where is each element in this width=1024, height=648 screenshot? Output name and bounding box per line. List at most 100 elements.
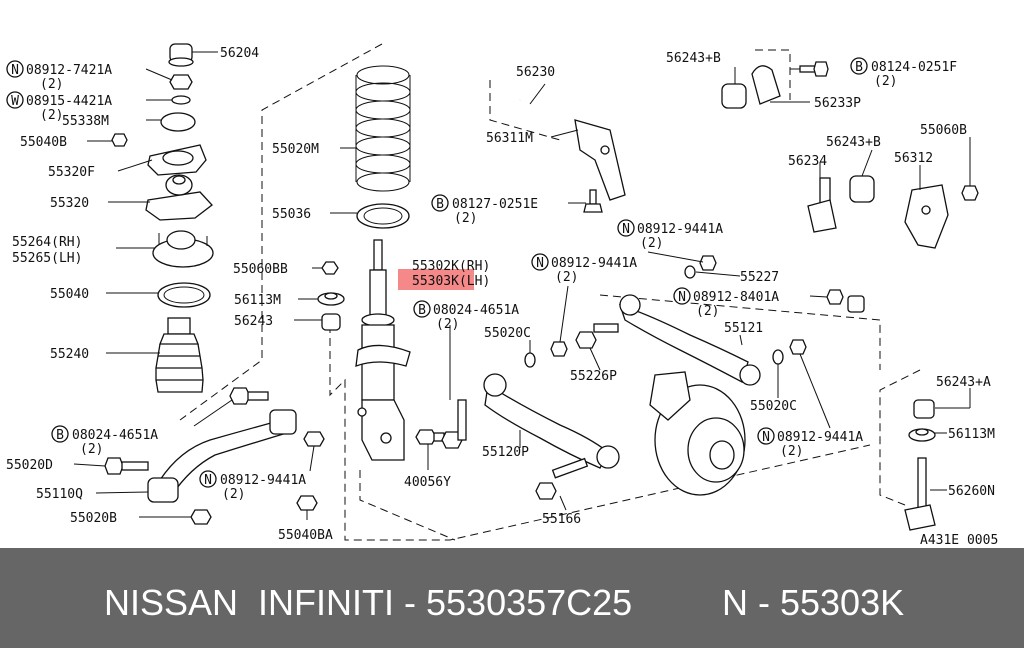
nut-55020B [190,509,212,525]
badge-n-3: N [617,219,635,237]
label-55264: 55264(RH) [12,235,82,250]
label-40056Y: 40056Y [404,475,451,490]
label-56311M: 56311M [486,131,533,146]
banner-brand-part-number: NISSAN INFINITI - 5530357C25 [104,582,633,623]
label-08912-8401A: 08912-8401A [693,290,779,305]
label-55020D: 55020D [6,458,53,473]
washer-55020C-a [524,352,536,368]
nut-08912-left [303,431,325,447]
label-56312: 56312 [894,151,933,166]
label-55227: 55227 [740,270,779,285]
label-55302K: 55302K(RH) [412,259,490,274]
label-08127-0251E: 08127-0251E [452,197,538,212]
label-55303K: 55303K(LH) [412,274,490,289]
label-56233P: 56233P [814,96,861,111]
label-08912-7421A-qty: (2) [40,77,63,92]
part-number-highlight [398,269,474,290]
bushing-56243B-top [721,83,747,109]
spring-insulator-inner [363,207,403,225]
label-55060BB: 55060BB [233,262,288,277]
label-08912-8401A-qty: (2) [696,304,719,319]
shock-absorber [355,239,411,461]
label-diagram-code: A431E 0005 [920,533,998,548]
bracket-56311M [574,119,626,201]
label-56204: 56204 [220,46,259,61]
bushing-56243-left [321,313,341,331]
washer-small [171,95,191,105]
label-56243B-top: 56243+B [666,51,721,66]
svg-text:N: N [678,290,686,305]
bracket-56312 [904,184,949,249]
bushing-56243A [913,399,935,419]
label-55166: 55166 [542,512,581,527]
banner-oem-number: N - 55303K [722,582,905,623]
label-55040B: 55040B [20,135,67,150]
badge-b-3: B [431,194,449,212]
stabilizer-bar [518,81,927,313]
label-08912-9441A-left-qty: (2) [222,487,245,502]
part-labels: 56204 08912-7421A (2) 08915-4421A (2) 55… [6,46,998,548]
dust-boot [155,317,204,393]
dashed-outline-right-link [879,369,921,506]
label-55120P: 55120P [482,445,529,460]
clamp-56233P [751,65,781,105]
badge-n-5: N [673,287,691,305]
dashed-outline-left [179,43,383,421]
bolt-55166 [535,457,589,500]
seal-disc [160,112,196,132]
label-55036: 55036 [272,207,311,222]
label-56234: 56234 [788,154,827,169]
label-08912-9441A-right-qty: (2) [780,444,803,459]
label-55320F: 55320F [48,165,95,180]
badge-b-2: B [413,300,431,318]
nut-08912-8401A [826,289,844,305]
svg-text:B: B [855,60,863,75]
label-08915-4421A: 08915-4421A [26,94,112,109]
svg-text:B: B [418,303,426,318]
badge-n-1: N [6,60,24,78]
mount-plate [147,144,207,176]
label-56113M-left: 56113M [234,293,281,308]
bolt-40056Y [415,429,445,445]
badge-n-2: N [199,470,217,488]
nut-55040BA [296,495,318,511]
label-08912-9441A-left: 08912-9441A [220,473,306,488]
label-08912-9441A-top-qty: (2) [640,236,663,251]
label-56260N: 56260N [948,484,995,499]
nut-08912-9441A-d [789,339,807,355]
part-number-banner: NISSAN INFINITI - 5530357C25 N - 55303K [0,548,1024,648]
svg-text:N: N [622,222,630,237]
label-55110Q: 55110Q [36,487,83,502]
label-55226P: 55226P [570,369,617,384]
label-08124-0251F-qty: (2) [874,74,897,89]
hub-assembly [649,371,746,496]
label-08912-9441A-mid: 08912-9441A [551,256,637,271]
label-55020C-a: 55020C [484,326,531,341]
label-08912-7421A: 08912-7421A [26,63,112,78]
badge-b-1: B [51,425,69,443]
svg-text:W: W [11,94,19,109]
label-56243-left: 56243 [234,314,273,329]
label-55060B: 55060B [920,123,967,138]
label-55020B: 55020B [70,511,117,526]
badge-n-4: N [531,253,549,271]
svg-text:N: N [762,430,770,445]
label-08912-9441A-top: 08912-9441A [637,222,723,237]
bolt-08127 [583,189,603,213]
bolt-55226P [575,323,619,349]
label-55121: 55121 [724,321,763,336]
badge-w-1: W [6,91,24,109]
label-55040BA: 55040BA [278,528,333,543]
label-55020C-b: 55020C [750,399,797,414]
upper-link-55121 [618,294,761,386]
label-56243B-mid: 56243+B [826,135,881,150]
label-08024-4651A-center: 08024-4651A [433,303,519,318]
lower-arm-55120P [483,373,620,469]
dashed-outline-mid [329,325,871,541]
svg-text:B: B [436,197,444,212]
bolt-55020D [104,457,149,475]
label-08124-0251F: 08124-0251F [871,60,957,75]
label-56113M-right: 56113M [948,427,995,442]
label-55040: 55040 [50,287,89,302]
